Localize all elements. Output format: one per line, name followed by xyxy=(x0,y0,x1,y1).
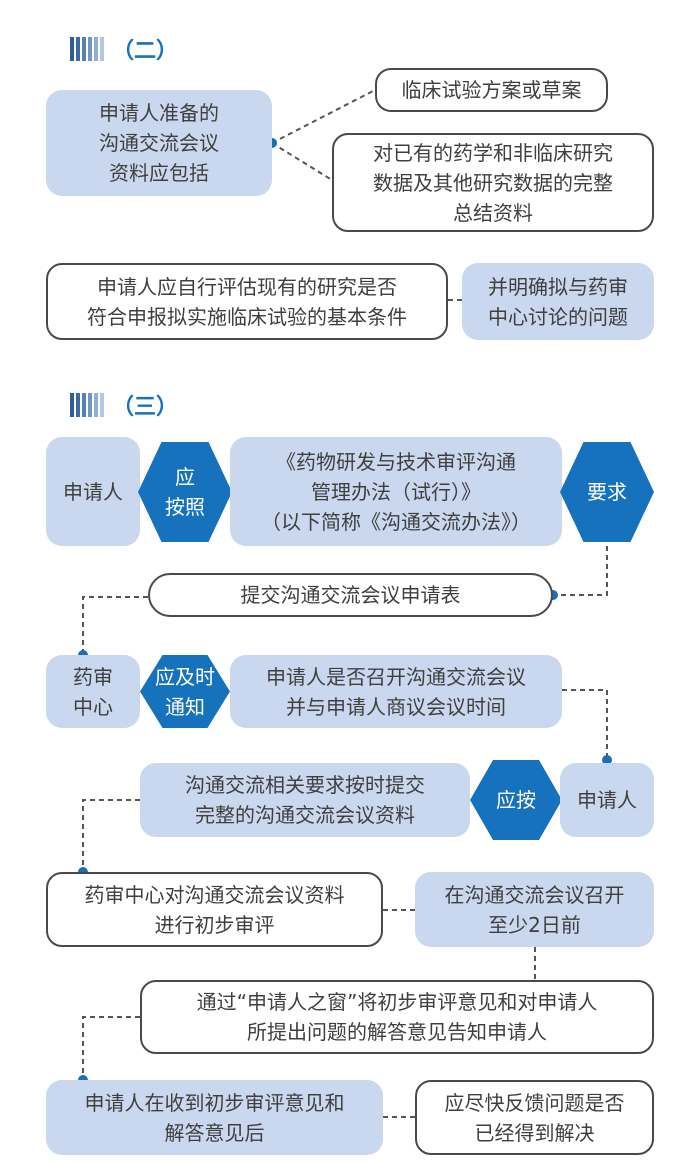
text-line: （以下简称《沟通交流办法》） xyxy=(261,509,531,534)
text-line: 资料应包括 xyxy=(109,161,209,185)
text-line: 要求 xyxy=(587,480,627,504)
text-line: 沟通交流会议 xyxy=(99,131,219,155)
text-line: 应 xyxy=(175,465,195,489)
text-line: 按照 xyxy=(165,495,205,519)
self-assess-box: 申请人应自行评估现有的研究是否符合申报拟实施临床试验的基本条件 xyxy=(46,263,448,340)
text-line: 申请人在收到初步审评意见和 xyxy=(84,1090,345,1115)
text-line: 管理办法（试行）》 xyxy=(311,479,481,504)
applicant-box-2: 申请人 xyxy=(560,763,654,837)
inform-box: 通过“申请人之窗”将初步审评意见和对申请人所提出问题的解答意见告知申请人 xyxy=(140,980,654,1054)
applicant-box: 申请人 xyxy=(46,437,140,546)
timing-box: 在沟通交流会议召开至少2日前 xyxy=(415,872,654,947)
text-line: 至少2日前 xyxy=(488,912,581,937)
rules-box: 《药物研发与技术审评沟通管理办法（试行）》 （以下简称《沟通交流办法》） xyxy=(230,437,562,546)
text-line: 总结资料 xyxy=(453,200,533,225)
text-line: 申请人 xyxy=(63,479,123,504)
text-line: 并明确拟与药审 xyxy=(488,274,628,299)
section-header-2: （二） xyxy=(70,33,178,65)
bars-icon xyxy=(70,37,104,61)
section-title: （二） xyxy=(112,39,179,64)
hex-requirement: 要求 xyxy=(560,442,654,542)
text-line: 所提出问题的解答意见告知申请人 xyxy=(247,1020,547,1044)
text-line: 《药物研发与技术审评沟通 xyxy=(276,449,516,474)
text-line: 在沟通交流会议召开 xyxy=(444,882,625,907)
discussion-box: 并明确拟与药审中心讨论的问题 xyxy=(462,263,654,340)
text-line: 进行初步审评 xyxy=(154,912,275,937)
text-line: 申请人 xyxy=(577,788,637,812)
notify-box: 申请人是否召开沟通交流会议并与申请人商议会议时间 xyxy=(230,655,562,728)
text-line: 临床试验方案或草案 xyxy=(401,78,582,102)
text-line: 申请人准备的 xyxy=(99,101,219,125)
text-line: 解答意见后 xyxy=(164,1120,265,1145)
text-line: 药审 xyxy=(73,664,113,689)
text-line: 提交沟通交流会议申请表 xyxy=(240,583,461,607)
bars-icon xyxy=(70,393,104,417)
item-protocol: 临床试验方案或草案 xyxy=(375,68,608,112)
feedback-box: 应尽快反馈问题是否已经得到解决 xyxy=(415,1080,654,1155)
text-line: 符合申报拟实施临床试验的基本条件 xyxy=(87,304,407,329)
receive-box: 申请人在收到初步审评意见和解答意见后 xyxy=(46,1080,383,1155)
text-line: 通知 xyxy=(165,694,205,719)
materials-box: 沟通交流相关要求按时提交完整的沟通交流会议资料 xyxy=(140,763,470,837)
text-line: 中心 xyxy=(73,694,113,719)
text-line: 数据及其他研究数据的完整 xyxy=(373,170,613,195)
section-header-3: （三） xyxy=(70,389,178,421)
text-line: 并与申请人商议会议时间 xyxy=(286,694,506,719)
text-line: 已经得到解决 xyxy=(474,1120,595,1145)
item-data-summary: 对已有的药学和非临床研究数据及其他研究数据的完整总结资料 xyxy=(332,133,654,232)
hex-according: 应按照 xyxy=(138,442,232,542)
materials-heading-box: 申请人准备的沟通交流会议资料应包括 xyxy=(46,90,272,196)
hex-notify: 应及时通知 xyxy=(140,655,230,728)
text-line: 中心讨论的问题 xyxy=(488,304,628,329)
center-box: 药审中心 xyxy=(46,655,140,728)
review-box: 药审中心对沟通交流会议资料进行初步审评 xyxy=(46,872,383,947)
text-line: 应及时 xyxy=(155,664,215,689)
text-line: 申请人是否召开沟通交流会议 xyxy=(266,664,526,689)
text-line: 申请人应自行评估现有的研究是否 xyxy=(97,274,397,299)
text-line: 应尽快反馈问题是否 xyxy=(444,1090,625,1115)
text-line: 通过“申请人之窗”将初步审评意见和对申请人 xyxy=(196,990,598,1014)
text-line: 应按 xyxy=(496,788,536,812)
text-line: 对已有的药学和非临床研究 xyxy=(373,140,613,165)
text-line: 药审中心对沟通交流会议资料 xyxy=(84,882,345,907)
section-title: （三） xyxy=(112,395,179,420)
text-line: 沟通交流相关要求按时提交 xyxy=(185,773,425,797)
submit-form-box: 提交沟通交流会议申请表 xyxy=(148,573,553,617)
text-line: 完整的沟通交流会议资料 xyxy=(195,803,415,827)
